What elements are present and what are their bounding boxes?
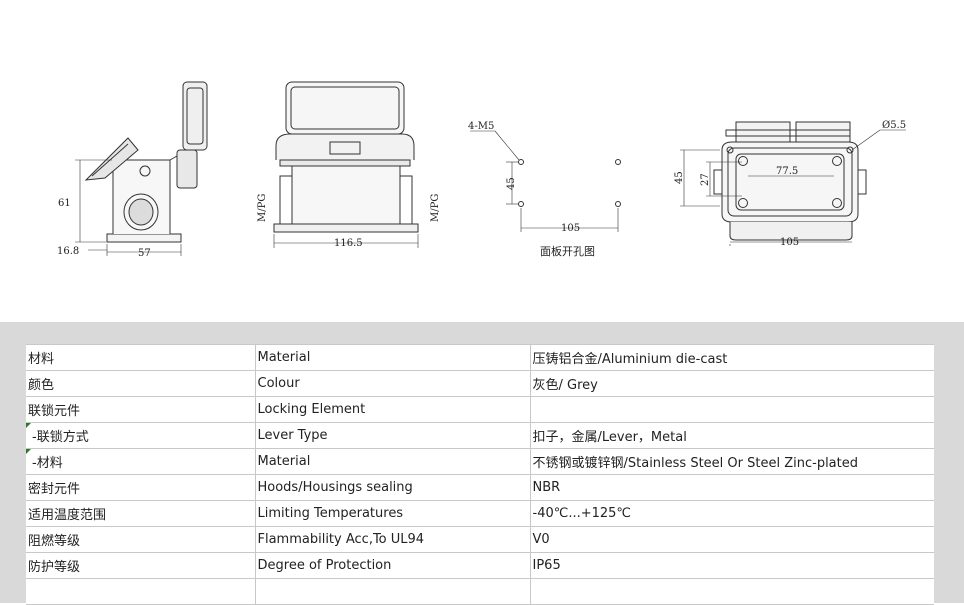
- side-offset-dim: 16.8: [57, 246, 79, 257]
- top-outer-width-dim: 105: [780, 237, 799, 248]
- spec-label-cn: -联锁方式: [26, 422, 256, 449]
- side-height-dim: 61: [58, 198, 71, 209]
- spec-label-en: Degree of Protection: [255, 552, 531, 579]
- front-view: 116.5 M/PG M/PG: [257, 81, 441, 249]
- top-diameter-label: Ø5.5: [882, 120, 906, 131]
- cutout-holes-label: 4-M5: [468, 121, 494, 132]
- top-inner-height-dim: 27: [700, 173, 711, 186]
- cutout-width-dim: 105: [561, 223, 580, 234]
- spec-label-cn: 颜色: [26, 370, 256, 397]
- spec-label-en: [255, 578, 531, 605]
- spec-value: 灰色/ Grey: [530, 370, 934, 397]
- spec-label-cn: -材料: [26, 448, 256, 475]
- front-thread-right: M/PG: [430, 194, 441, 222]
- spec-label-en: Material: [255, 344, 531, 371]
- drawing-canvas: 61 16.8 57 116.5 M/PG M/PG: [57, 81, 906, 259]
- spec-label-en: Hoods/Housings sealing: [255, 474, 531, 501]
- spec-value: [530, 578, 934, 605]
- side-view: 61 16.8 57: [57, 81, 208, 259]
- top-outer-height-dim: 45: [674, 171, 685, 184]
- cutout-view: 4-M5 45 105 面板开孔图: [468, 121, 621, 258]
- spec-label-cn: 阻燃等级: [26, 526, 256, 553]
- spec-label-en: Flammability Acc,To UL94: [255, 526, 531, 553]
- spec-value: 扣子，金属/Lever，Metal: [530, 422, 934, 449]
- spec-value: 压铸铝合金/Aluminium die-cast: [530, 344, 934, 371]
- cutout-height-dim: 45: [506, 177, 517, 190]
- spec-value: 不锈钢或镀锌钢/Stainless Steel Or Steel Zinc-pl…: [530, 448, 934, 475]
- technical-drawing: 61 16.8 57 116.5 M/PG M/PG: [57, 81, 907, 259]
- spec-label-en: Locking Element: [255, 396, 531, 423]
- spec-value: IP65: [530, 552, 934, 579]
- spec-label-en: Limiting Temperatures: [255, 500, 531, 527]
- spec-value: V0: [530, 526, 934, 553]
- spec-value: NBR: [530, 474, 934, 501]
- spec-label-cn: 防护等级: [26, 552, 256, 579]
- top-inner-width-dim: 77.5: [776, 166, 798, 177]
- spec-label-en: Colour: [255, 370, 531, 397]
- side-width-dim: 57: [138, 248, 151, 259]
- spec-label-en: Lever Type: [255, 422, 531, 449]
- top-view: 45 27 77.5 105 Ø5.5: [674, 120, 906, 248]
- spec-label-cn: 适用温度范围: [26, 500, 256, 527]
- front-width-dim: 116.5: [334, 238, 363, 249]
- spec-label-en: Material: [255, 448, 531, 475]
- spec-label-cn: 材料: [26, 344, 256, 371]
- front-thread-left: M/PG: [257, 194, 268, 222]
- spec-label-cn: 联锁元件: [26, 396, 256, 423]
- spec-label-cn: [26, 578, 256, 605]
- cutout-caption: 面板开孔图: [540, 244, 595, 258]
- spec-value: [530, 396, 934, 423]
- table-row: [26, 578, 934, 605]
- spec-value: -40℃...+125℃: [530, 500, 934, 527]
- spec-label-cn: 密封元件: [26, 474, 256, 501]
